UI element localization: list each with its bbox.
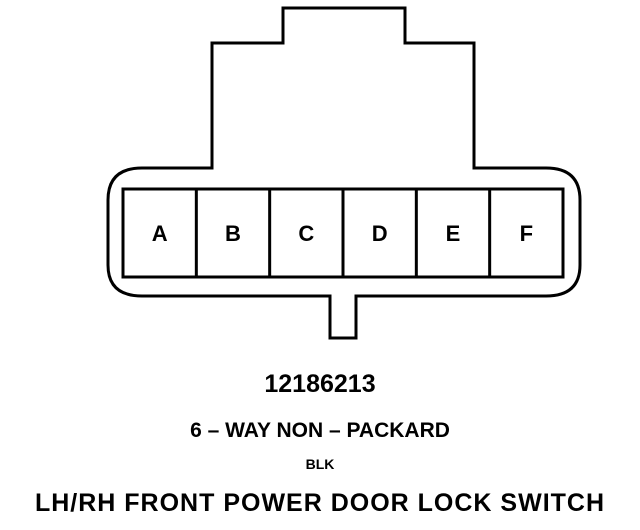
component-name: LH/RH FRONT POWER DOOR LOCK SWITCH	[34, 489, 606, 517]
cavity-group: A B C D E F	[152, 189, 533, 277]
cavity-label-a: A	[152, 221, 168, 246]
cavity-label-e: E	[446, 221, 461, 246]
cavity-label-d: D	[372, 221, 388, 246]
connector-outline	[106, 6, 582, 340]
cavity-label-c: C	[298, 221, 314, 246]
part-number: 12186213	[264, 370, 376, 398]
cavity-label-f: F	[520, 221, 533, 246]
connector-type: 6 – WAY NON – PACKARD	[190, 419, 450, 442]
connector-diagram: A B C D E F	[106, 6, 582, 340]
cavity-label-b: B	[225, 221, 241, 246]
connector-color: BLK	[305, 456, 335, 472]
